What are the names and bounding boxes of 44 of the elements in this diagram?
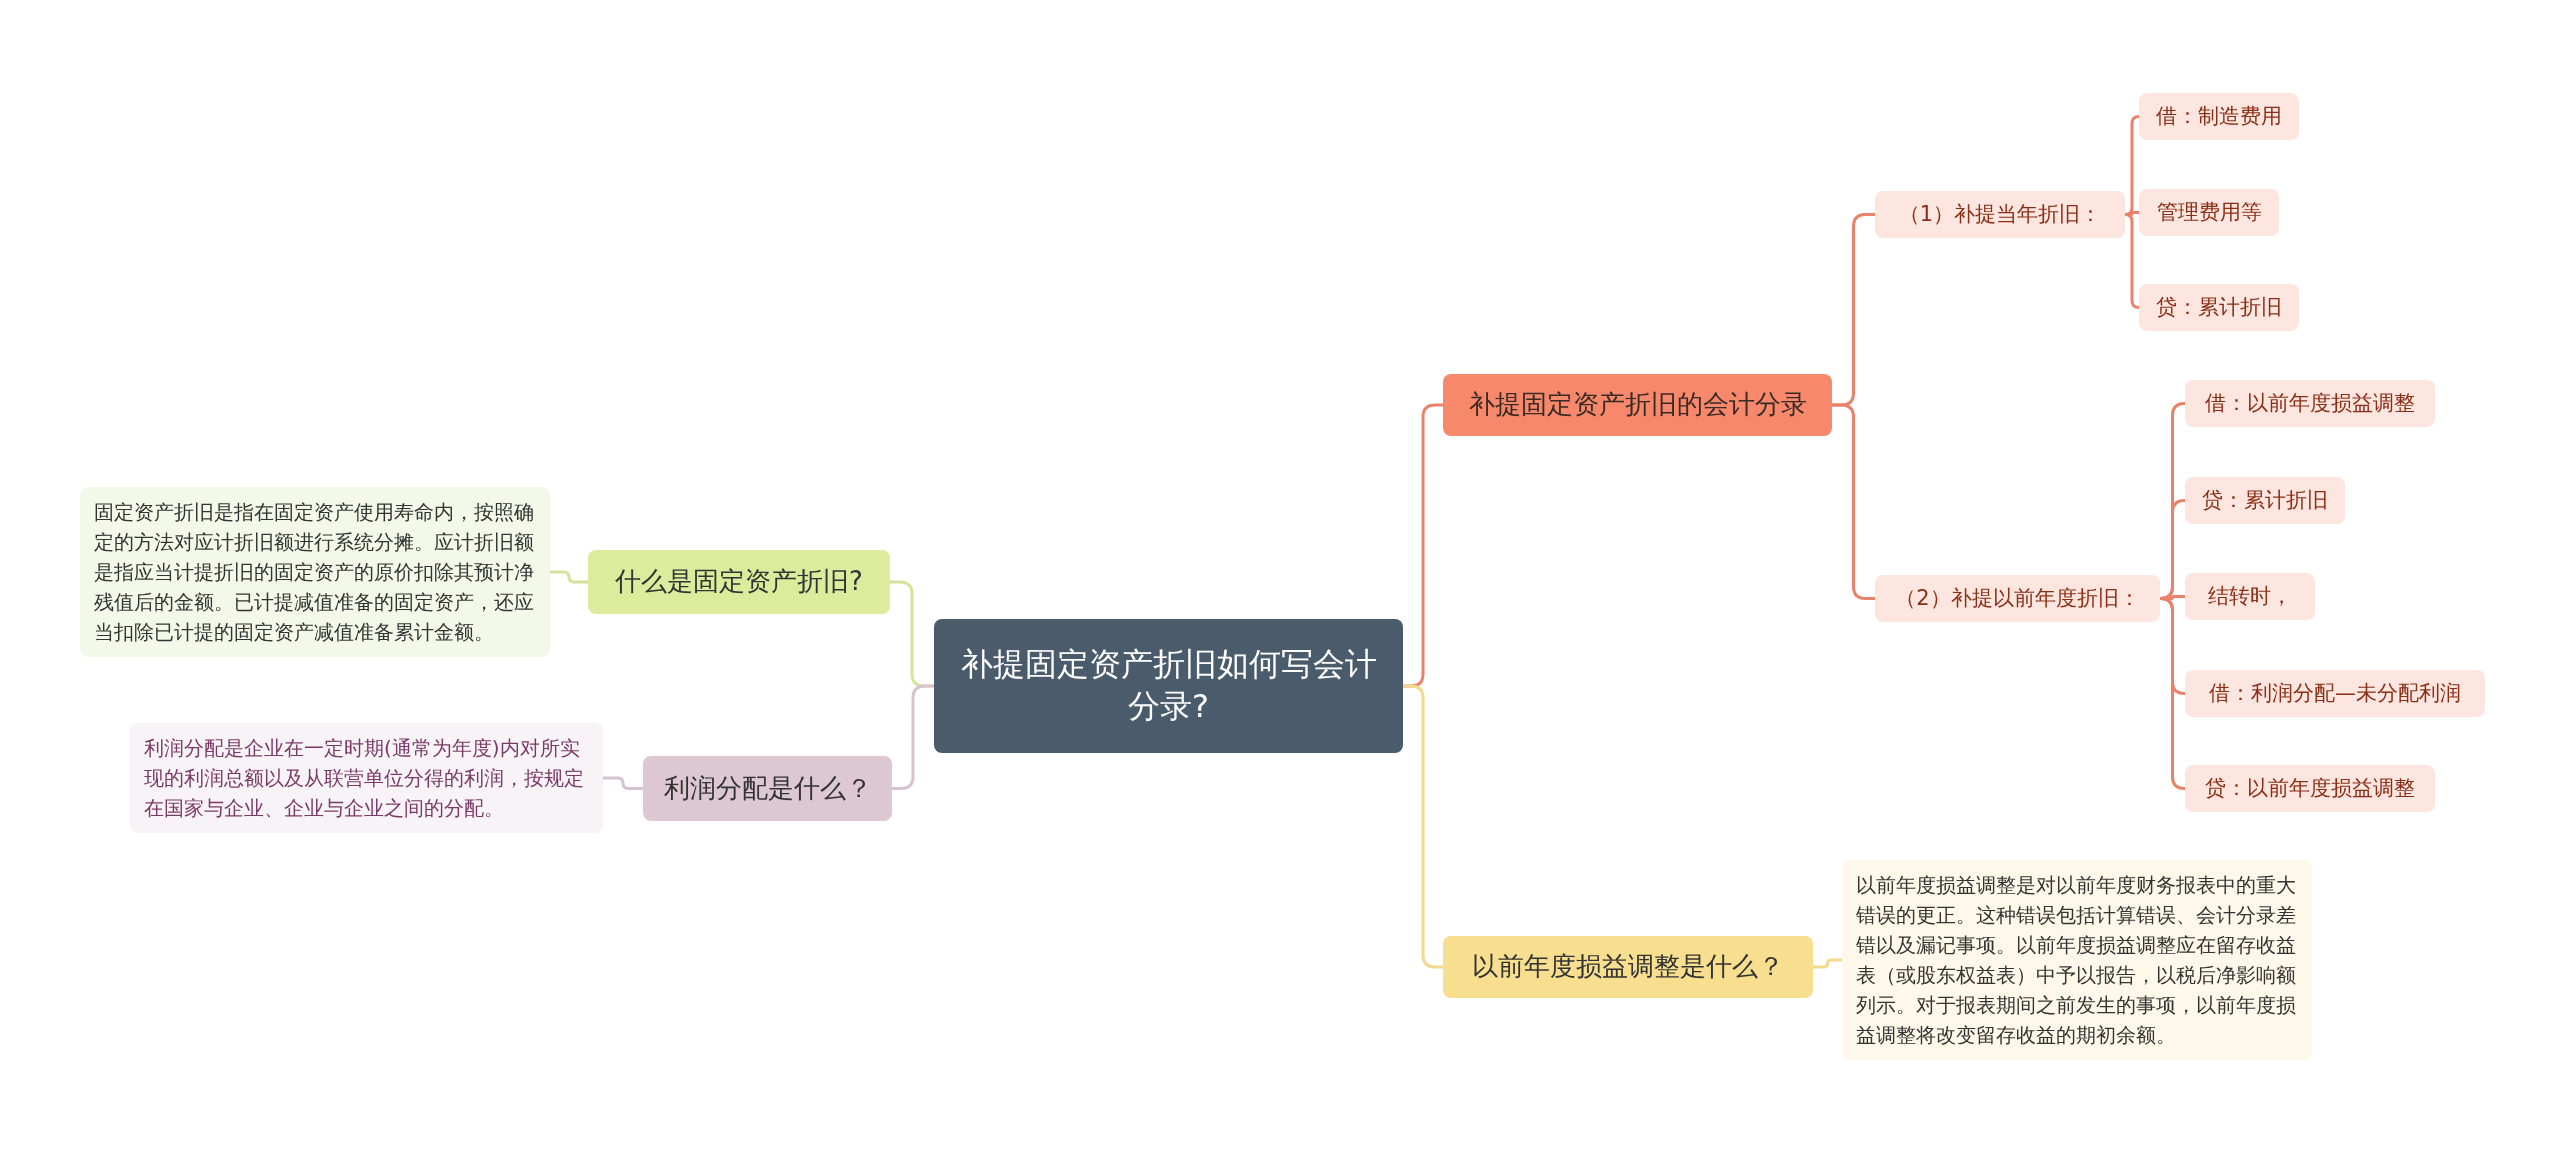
node-text: 补提固定资产折旧如何写会计分录? bbox=[959, 644, 1378, 727]
subtopic-box bbox=[2185, 670, 2485, 717]
node-text: （1）补提当年折旧： bbox=[1898, 200, 2102, 228]
subtopic-box bbox=[2185, 380, 2435, 427]
node-text: 贷：累计折旧 bbox=[2202, 486, 2328, 514]
connector-line bbox=[1403, 684, 1443, 969]
description-card bbox=[130, 723, 603, 833]
node-text: 固定资产折旧是指在固定资产使用寿命内，按照确定的方法对应计折旧额进行系统分摊。应计折旧额是指应当计提折旧的固定资产的原价扣除其预计净残值后的金额。已计提减值准备的固定资产，还应当扣除已计提的固定资产减值准备累计金额。 bbox=[94, 499, 535, 646]
subtopic-box bbox=[2185, 765, 2435, 812]
topic-box bbox=[588, 550, 890, 614]
node-text: 以前年度损益调整是什么？ bbox=[1472, 950, 1784, 984]
topic-box bbox=[1443, 936, 1813, 998]
connector-line bbox=[2123, 213, 2141, 309]
description-card bbox=[80, 487, 550, 657]
subtopic-box bbox=[2185, 573, 2315, 620]
subtopic-box bbox=[2139, 284, 2299, 331]
connector-line bbox=[2159, 597, 2186, 790]
description-card bbox=[1842, 860, 2312, 1060]
node-text: 结转时， bbox=[2208, 582, 2292, 610]
connector-line bbox=[550, 570, 588, 584]
node-text: （2）补提以前年度折旧： bbox=[1895, 584, 2140, 612]
node-text: 贷：累计折旧 bbox=[2156, 293, 2282, 321]
subtopic-box bbox=[2139, 93, 2299, 140]
node-text: 借：利润分配—未分配利润 bbox=[2209, 679, 2461, 707]
subtopic-box bbox=[2139, 189, 2279, 236]
connector-line bbox=[1832, 403, 1875, 600]
connector-line bbox=[892, 684, 934, 790]
subtopic-box bbox=[1875, 191, 2125, 238]
node-text: 补提固定资产折旧的会计分录 bbox=[1468, 388, 1807, 422]
node-text: 借：以前年度损益调整 bbox=[2205, 389, 2415, 417]
central-topic-box bbox=[934, 619, 1403, 753]
node-text: 借：制造费用 bbox=[2156, 102, 2282, 130]
connector-line bbox=[1813, 958, 1842, 969]
connector-line bbox=[603, 776, 643, 790]
node-text: 管理费用等 bbox=[2156, 198, 2262, 226]
node-text: 利润分配是企业在一定时期(通常为年度)内对所实现的利润总额以及从联营单位分得的利润，按规定在国家与企业、企业与企业之间的分配。 bbox=[144, 735, 585, 822]
topic-box bbox=[643, 756, 892, 821]
node-text: 利润分配是什么？ bbox=[663, 771, 872, 805]
node-text: 以前年度损益调整是对以前年度财务报表中的重大错误的更正。这种错误包括计算错误、会计分录差错以及漏记事项。以前年度损益调整应在留存收益表（或股东权益表）中予以报告，以税后净影响额列示。对于报表期间之前发生的事项，以前年度损益调整将改变留存收益的期初余额。 bbox=[1856, 872, 2297, 1049]
topic-box bbox=[1443, 374, 1832, 436]
subtopic-box bbox=[1875, 575, 2160, 622]
node-text: 什么是固定资产折旧? bbox=[615, 565, 863, 599]
node-text: 贷：以前年度损益调整 bbox=[2205, 774, 2415, 802]
subtopic-box bbox=[2185, 477, 2345, 524]
